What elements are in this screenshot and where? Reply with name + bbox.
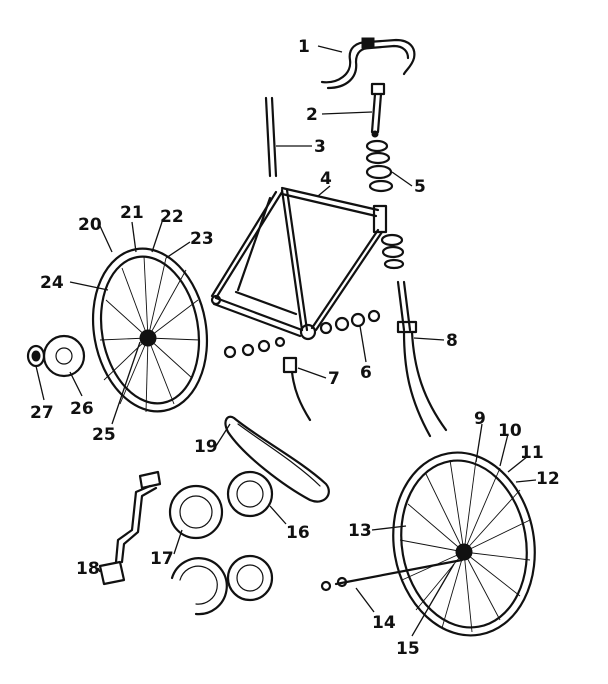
callout-10: 10: [498, 421, 522, 441]
hub-nut: [26, 344, 46, 368]
bottom-bracket-parts: [223, 309, 381, 359]
callout-11: 11: [520, 443, 544, 463]
callout-23: 23: [190, 229, 214, 249]
callout-6: 6: [360, 363, 372, 383]
callout-4: 4: [320, 169, 332, 189]
callout-3: 3: [314, 137, 326, 157]
chainring-guards: [168, 484, 228, 616]
callout-25: 25: [92, 425, 116, 445]
callout-15: 15: [396, 639, 420, 659]
front-wheel: [392, 451, 536, 637]
chainrings: [226, 470, 274, 602]
fork: [396, 280, 448, 438]
front-axle-parts: [320, 558, 464, 592]
callout-7: 7: [328, 369, 340, 389]
callout-22: 22: [160, 207, 184, 227]
callouts: 1 2 3 4 5 6 7 8 9 10 11 12 13 14 15 16 1…: [30, 37, 560, 659]
seat-post: [264, 96, 278, 178]
callout-26: 26: [70, 399, 94, 419]
callout-18: 18: [76, 559, 100, 579]
frame: [210, 186, 388, 341]
callout-16: 16: [286, 523, 310, 543]
rear-sprocket: [42, 334, 86, 378]
callout-20: 20: [78, 215, 102, 235]
callout-27: 27: [30, 403, 54, 423]
chain: [224, 415, 330, 503]
callout-5: 5: [414, 177, 426, 197]
callout-19: 19: [194, 437, 218, 457]
headset-parts: [365, 139, 405, 270]
callout-24: 24: [40, 273, 64, 293]
callout-17: 17: [150, 549, 174, 569]
crank-and-pedals: [98, 470, 162, 586]
callout-8: 8: [446, 331, 458, 351]
callout-2: 2: [306, 105, 318, 125]
callout-1: 1: [298, 37, 310, 57]
kickstand: [282, 356, 312, 422]
front-wheel-spokes: [399, 459, 531, 633]
rear-wheel-spokes: [99, 255, 201, 413]
rear-wheel: [91, 247, 209, 413]
leader-lines: [35, 45, 537, 637]
callout-13: 13: [348, 521, 372, 541]
handlebar: [320, 37, 416, 90]
callout-12: 12: [536, 469, 560, 489]
callout-9: 9: [474, 409, 486, 429]
callout-14: 14: [372, 613, 396, 633]
callout-21: 21: [120, 203, 144, 223]
handlebar-stem: [370, 82, 386, 138]
